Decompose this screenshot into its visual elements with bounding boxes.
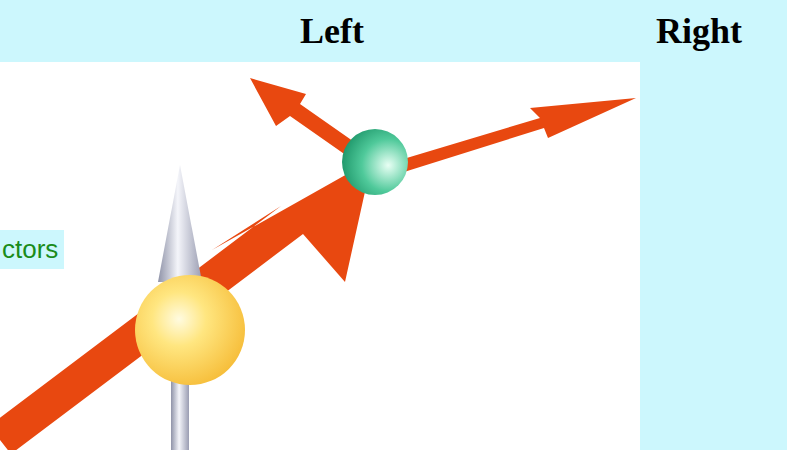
side-label: ctors <box>0 230 64 269</box>
scatter-sphere <box>342 129 408 195</box>
spin-cone <box>158 165 202 282</box>
scattered-arrow-right <box>400 98 636 172</box>
incoming-arrow <box>0 160 372 450</box>
scattered-arrow-left <box>250 78 360 158</box>
white-panel <box>0 62 640 450</box>
side-heading: Left <box>300 10 364 52</box>
target-sphere <box>135 275 245 385</box>
side-heading: Right <box>656 10 742 52</box>
